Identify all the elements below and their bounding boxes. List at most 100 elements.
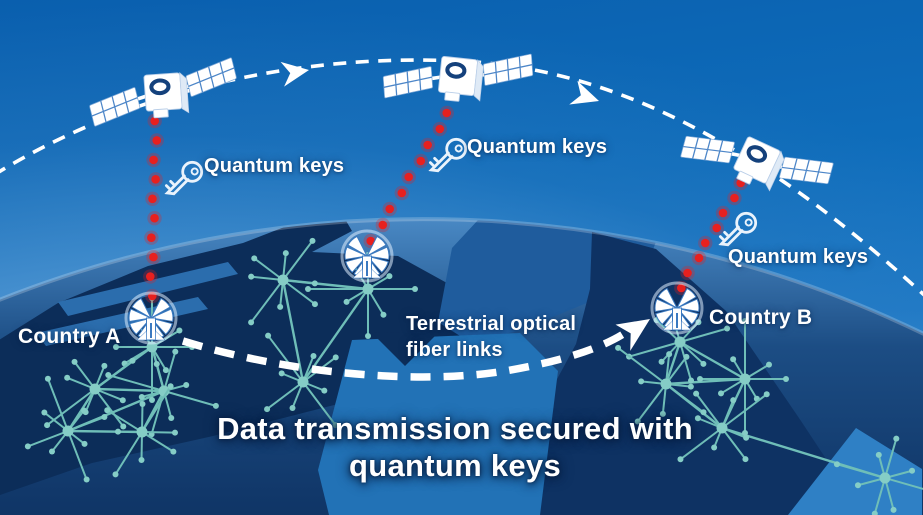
downlink-dot [718, 208, 728, 218]
key-icon [718, 211, 758, 247]
network-node [766, 361, 773, 368]
network-node [71, 358, 78, 365]
network-spoke [163, 390, 217, 407]
network-node [742, 456, 749, 463]
network-node [666, 351, 673, 358]
network-node [305, 286, 311, 292]
network-hub [879, 472, 891, 484]
downlink-dot [150, 213, 159, 223]
network-node [44, 422, 51, 429]
network-node [412, 286, 418, 292]
quantum-keys-label-3: Quantum keys [728, 246, 869, 268]
network-node [48, 448, 55, 455]
caption-line1: Data transmission secured with [217, 411, 693, 446]
downlink-dot [435, 124, 445, 134]
network-spoke [163, 351, 177, 392]
network-hub [136, 426, 148, 438]
network-node [730, 356, 737, 363]
network-node [854, 482, 861, 489]
network-spoke [150, 390, 165, 435]
network-spoke [617, 347, 667, 385]
network-node [104, 407, 111, 414]
network-spoke [282, 279, 316, 305]
network-spoke [721, 427, 747, 460]
network-node [139, 401, 146, 408]
network-edge [664, 341, 682, 385]
network-node [289, 404, 296, 411]
downlink-dot [152, 136, 162, 145]
network-node [380, 311, 387, 318]
network-spoke [679, 427, 723, 461]
satellite-icon [680, 135, 834, 192]
downlink-dot [149, 155, 158, 165]
downlink-dot [416, 156, 426, 166]
orbit-arrow-icon [569, 80, 599, 105]
orbit-arrow-icon [280, 61, 309, 87]
network-spoke [114, 431, 143, 475]
network-node [688, 377, 695, 384]
continent-stripes [36, 262, 238, 346]
quantum-keys-label-2: Quantum keys [467, 136, 608, 158]
downlink-dot [442, 108, 452, 118]
network-node [149, 397, 155, 403]
satellite-icon [382, 53, 534, 102]
downlink-dot [397, 188, 407, 198]
network-node [81, 440, 88, 447]
network-node [321, 387, 328, 394]
network-node [875, 451, 882, 458]
network-spoke [253, 257, 284, 281]
fiber-link-path [181, 327, 631, 381]
network-node [677, 456, 684, 463]
network-node [248, 319, 255, 326]
network-node [113, 344, 119, 350]
downlink-dot [147, 233, 156, 242]
network-spoke [106, 409, 143, 433]
fiber-links-label: Terrestrial optical fiber links [406, 311, 576, 363]
network-node [170, 448, 177, 455]
continent-left [0, 219, 472, 515]
network-node [309, 237, 316, 244]
downlink-dot [683, 268, 692, 278]
network-node [138, 456, 145, 463]
network-node [634, 418, 641, 425]
network-spoke [665, 383, 705, 414]
downlink-dot [149, 252, 158, 262]
network-node [730, 397, 737, 404]
downlink-dot [366, 236, 376, 246]
network-node [183, 382, 190, 389]
network-node [212, 402, 219, 409]
network-node [265, 332, 272, 339]
network-spoke [628, 341, 681, 358]
country-b-label: Country B [709, 306, 813, 329]
network-cluster [24, 295, 219, 483]
network-spoke [884, 477, 923, 490]
network-node [172, 348, 179, 355]
network-spoke [73, 361, 96, 390]
satellite-icon [89, 57, 237, 127]
network-node [119, 397, 126, 404]
network-spoke [679, 341, 692, 381]
network-node [176, 327, 183, 334]
network-node [167, 383, 174, 390]
ground-station-icon [650, 281, 704, 335]
network-node [81, 407, 88, 414]
network-node [615, 344, 622, 351]
network-spoke [884, 477, 895, 511]
network-spoke [873, 477, 886, 514]
horizon-glow [0, 217, 923, 336]
network-node [64, 374, 71, 381]
network-node [115, 428, 122, 435]
network-node [332, 422, 339, 429]
network-node [742, 318, 748, 324]
network-node [743, 434, 750, 441]
network-spoke [250, 279, 284, 323]
network-edge [281, 279, 305, 383]
downlink-dot [677, 283, 686, 293]
network-spoke [266, 381, 304, 410]
downlink-dots [363, 105, 454, 249]
network-hub [297, 376, 309, 388]
network-spoke [679, 327, 728, 343]
key-icon [164, 160, 204, 196]
